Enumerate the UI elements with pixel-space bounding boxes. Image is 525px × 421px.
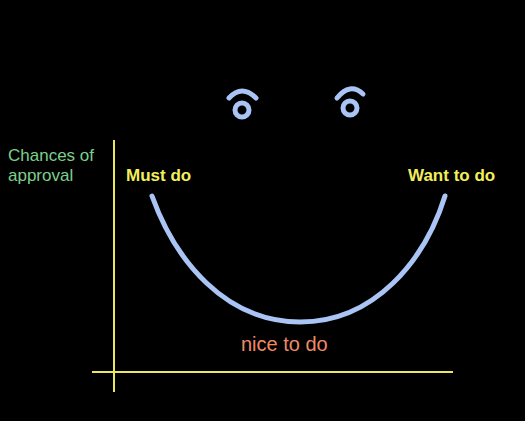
curve-end-label: Want to do: [408, 166, 495, 186]
x-axis: [92, 371, 453, 373]
eye: [343, 101, 357, 115]
y-axis: [113, 140, 115, 392]
axis-title: Chances of approval: [8, 146, 104, 187]
curve-bottom-label: nice to do: [241, 332, 328, 356]
curve-end-label: Must do: [126, 166, 191, 186]
eye: [235, 103, 249, 117]
eyebrow: [337, 89, 363, 98]
eyebrow: [229, 91, 256, 98]
smile-curve: [152, 196, 445, 322]
